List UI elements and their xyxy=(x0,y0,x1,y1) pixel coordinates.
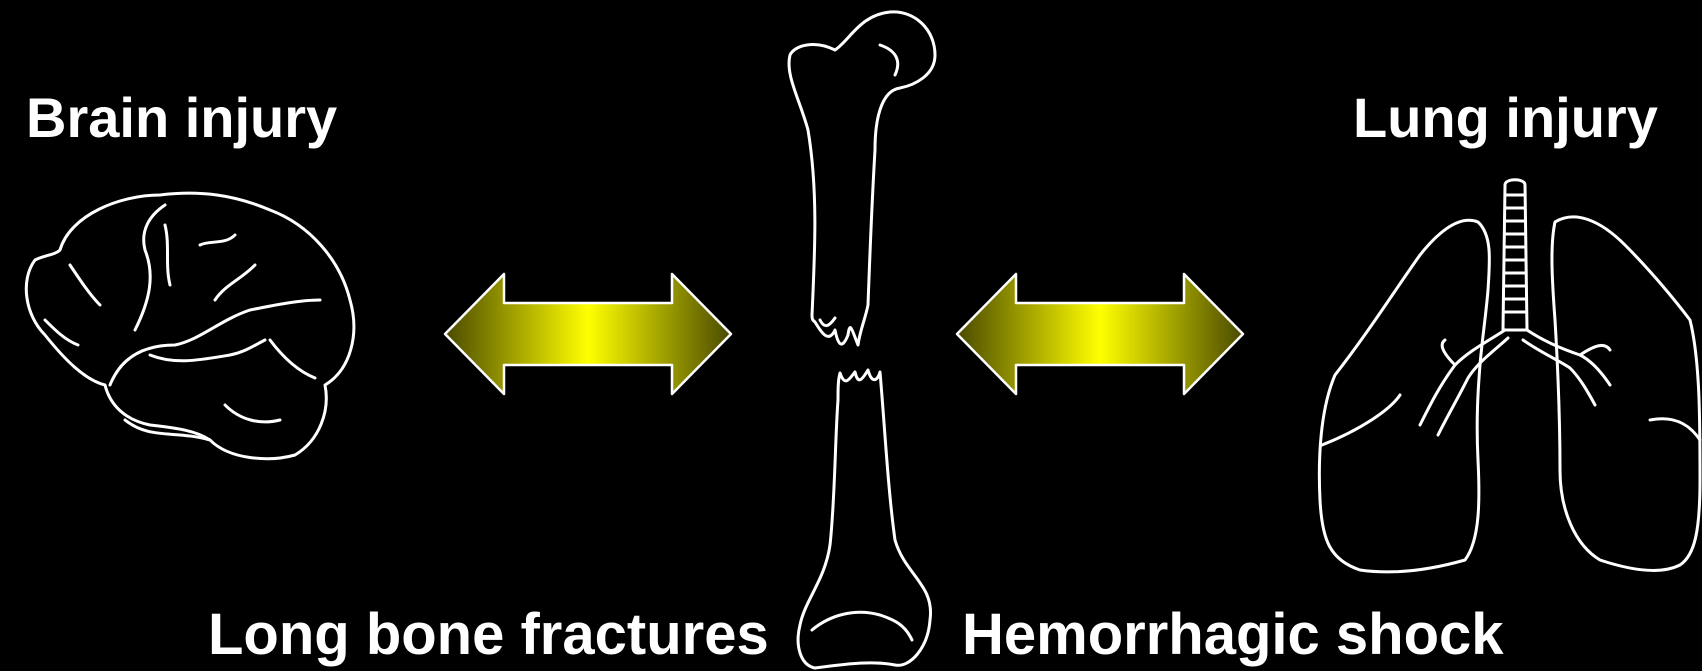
lung-injury-label: Lung injury xyxy=(1353,90,1658,146)
double-arrow-icon xyxy=(445,274,731,394)
femur-icon xyxy=(789,12,935,668)
brain-icon xyxy=(26,193,354,459)
brain-injury-label: Brain injury xyxy=(26,90,337,146)
double-arrow-icon xyxy=(957,274,1243,394)
long-bone-fractures-label: Long bone fractures xyxy=(208,606,769,664)
lungs-icon xyxy=(1319,180,1700,572)
hemorrhagic-shock-label: Hemorrhagic shock xyxy=(962,606,1504,664)
